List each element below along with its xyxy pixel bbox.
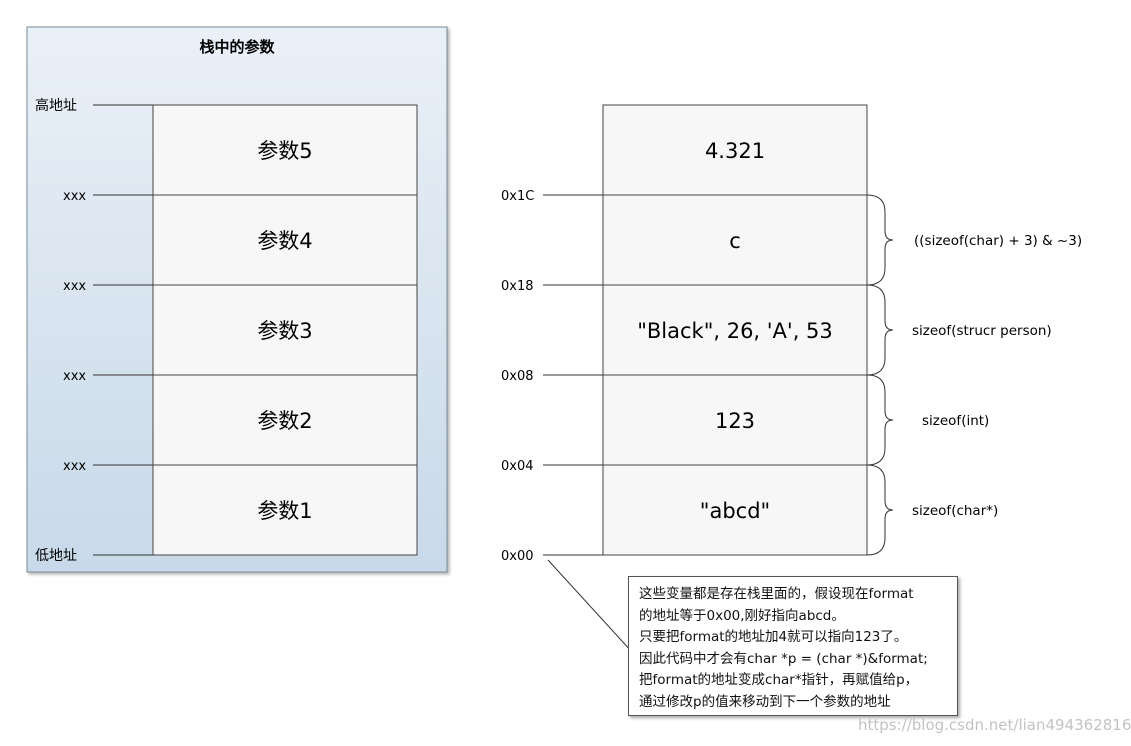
address-label: 0x00 [501,549,534,564]
high-address-label: 高地址 [35,97,77,114]
boundary-label: xxx [63,369,86,384]
memory-cell-value: 4.321 [705,139,765,163]
callout-pointer [547,559,633,653]
brace-bracket [866,374,894,466]
address-label: 0x08 [501,369,534,384]
brace-bracket [866,284,894,376]
stack-cell-label: 参数3 [257,319,312,343]
low-address-label: 低地址 [35,548,77,564]
memory-cell-value: "abcd" [700,499,770,523]
memory-cell-value: c [729,229,741,253]
brace-bracket [866,194,894,286]
address-label: 0x04 [501,459,534,474]
annotation-note: 这些变量都是存在栈里面的，假设现在format 的地址等于0x00,刚好指向ab… [628,576,958,716]
stack-cell: 参数3 [152,284,418,376]
memory-cell: 4.321 [602,104,868,196]
boundary-label: xxx [63,279,86,294]
brace-label: sizeof(strucr person) [912,323,1052,339]
stack-cell: 参数5 [152,104,418,196]
stack-cell: 参数2 [152,374,418,466]
brace-label: sizeof(char*) [912,503,998,519]
address-label: 0x1C [501,189,534,204]
stack-cell-label: 参数4 [257,229,312,253]
stack-cell-label: 参数2 [257,409,312,433]
note-line: 把format的地址变成char*指针，再赋值给p， [639,672,919,688]
note-line: 只要把format的地址加4就可以指向123了。 [639,629,908,645]
watermark: https://blog.csdn.net/lian494362816 [858,716,1131,734]
address-label: 0x18 [501,279,534,294]
note-line: 这些变量都是存在栈里面的，假设现在format [639,586,914,602]
stack-panel-title: 栈中的参数 [199,38,275,56]
memory-cell: c [602,194,868,286]
brace-label: sizeof(int) [922,413,989,429]
stack-cell-label: 参数1 [257,499,312,523]
memory-cell-value: 123 [715,409,755,433]
memory-cell: "Black", 26, 'A', 53 [602,284,868,376]
note-line: 的地址等于0x00,刚好指向abcd。 [639,607,845,624]
stack-cell: 参数1 [152,464,418,556]
memory-cell-value: "Black", 26, 'A', 53 [637,319,833,343]
brace-label: ((sizeof(char) + 3) & ~3) [914,233,1082,249]
boundary-label: xxx [63,189,86,204]
brace-bracket [866,464,894,556]
memory-cell: 123 [602,374,868,466]
stack-cell-label: 参数5 [257,139,312,163]
memory-panel: 4.321 c "Black", 26, 'A', 53 123 "abcd" … [501,104,1082,653]
stack-panel: 栈中的参数 参数5 参数4 参数3 参数2 参数1 [26,26,448,573]
address-lines [543,194,603,556]
note-line: 因此代码中才会有char *p = (char *)&format; [639,650,928,667]
boundary-label: xxx [63,459,86,474]
note-line: 通过修改p的值来移动到下一个参数的地址 [639,693,891,710]
stack-cell: 参数4 [152,194,418,286]
memory-cell: "abcd" [602,464,868,556]
